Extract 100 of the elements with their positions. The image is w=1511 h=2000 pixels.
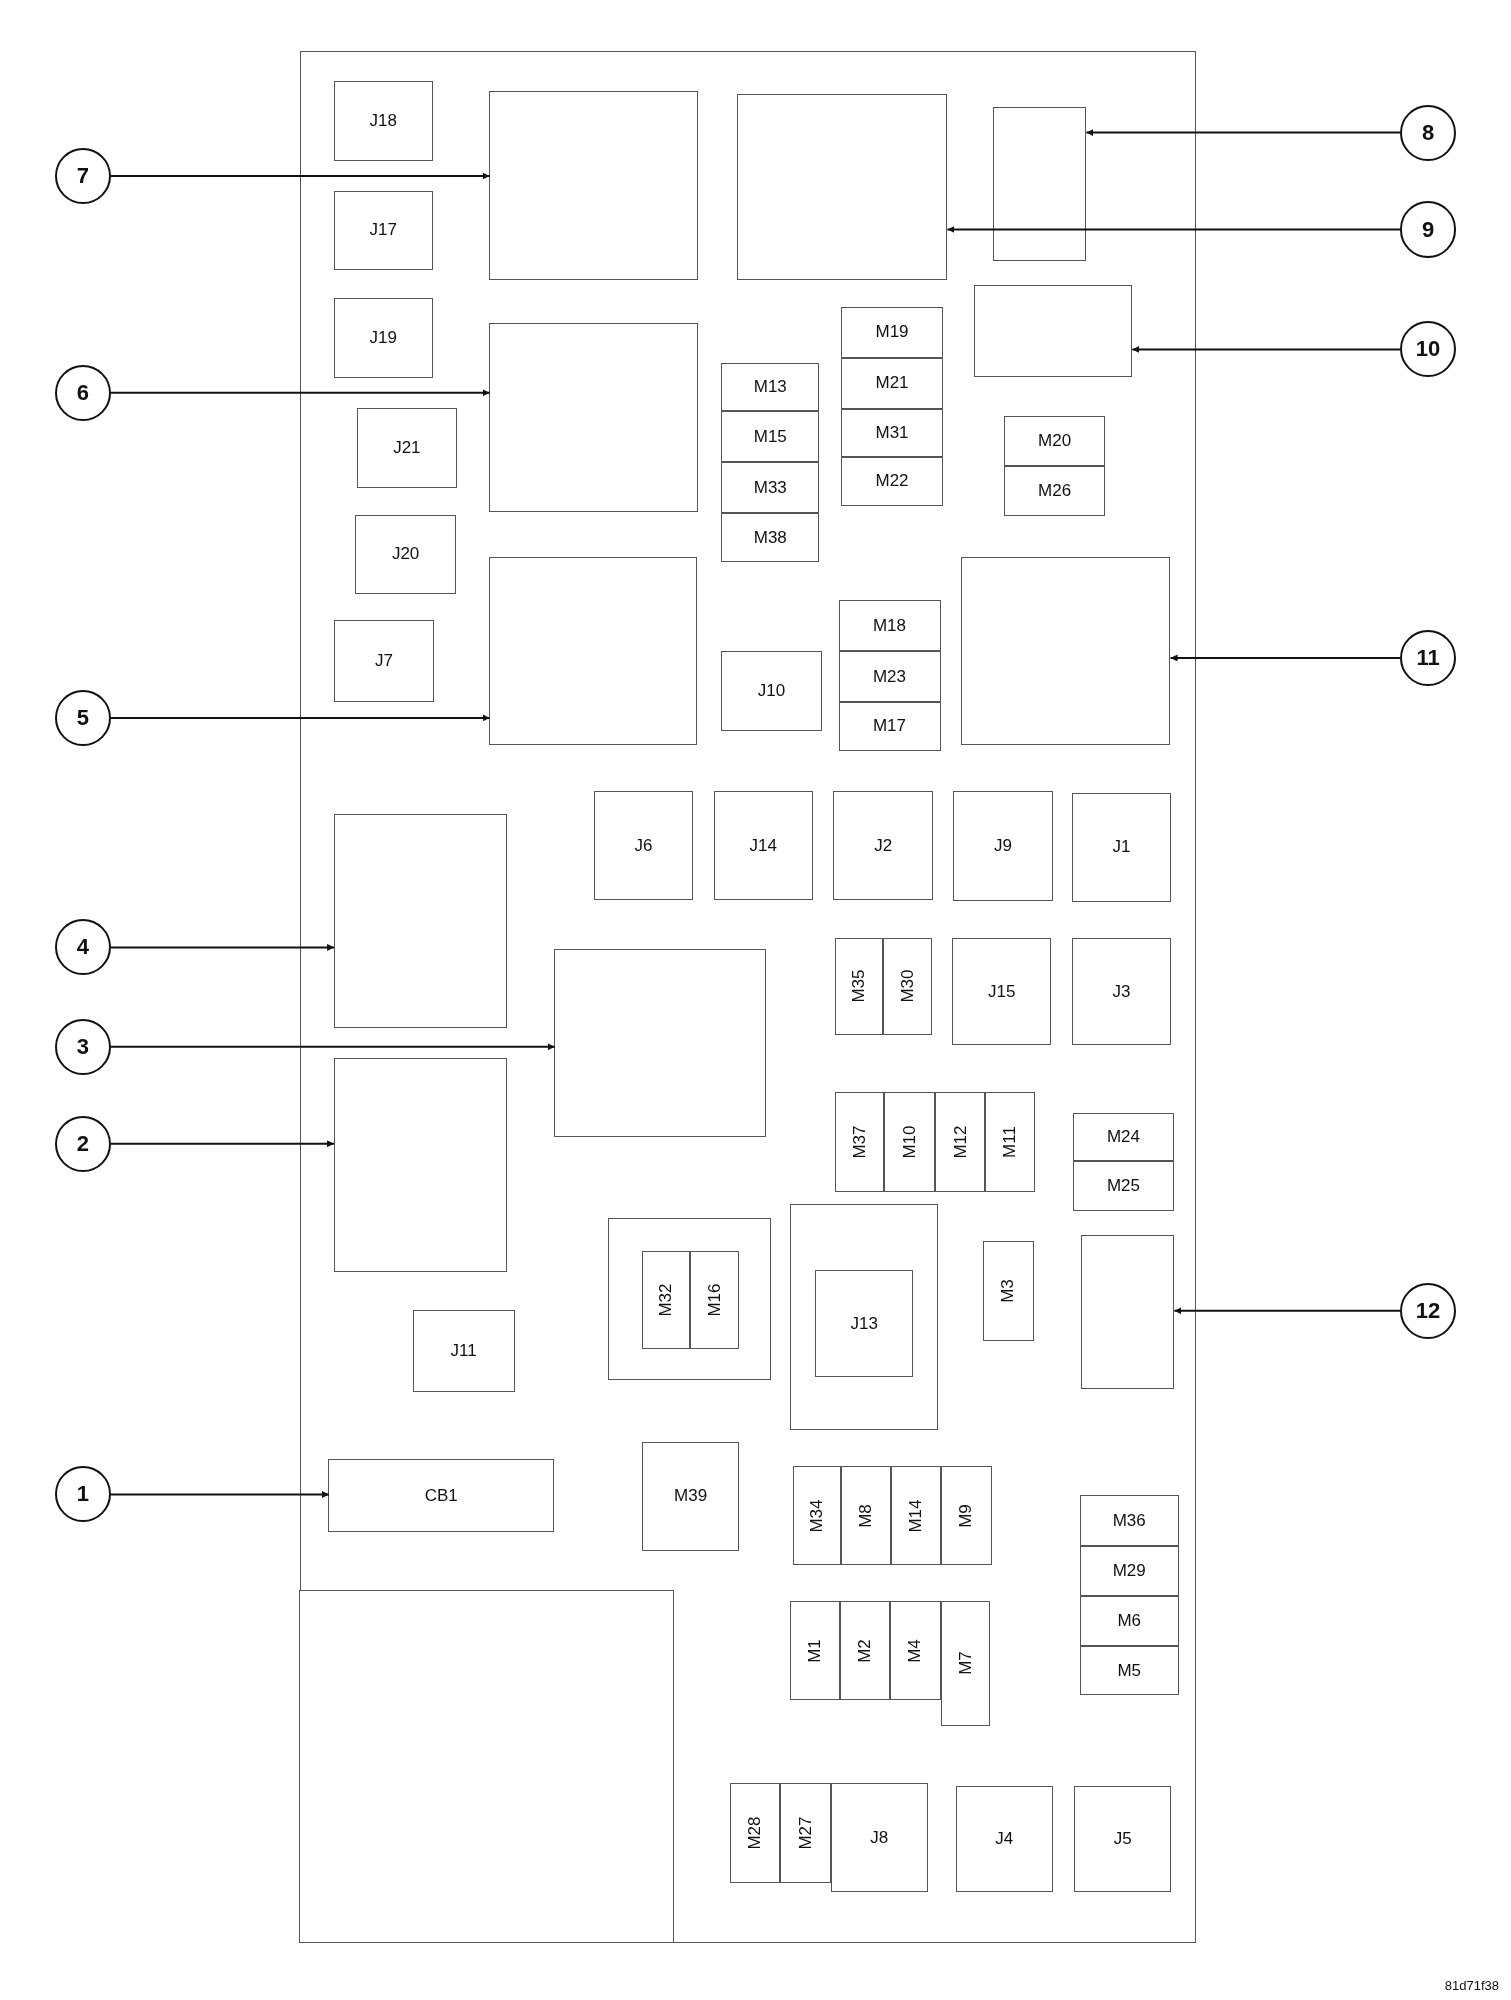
- slot-label: M3: [998, 1279, 1019, 1303]
- fuse-slot: [412, 1310, 515, 1392]
- fuse-slot: [834, 1092, 885, 1192]
- fuse-slot: [1004, 416, 1105, 467]
- socket-outline: [607, 1218, 771, 1381]
- slot-label: M31: [875, 423, 909, 443]
- slot-label: M6: [1117, 1610, 1142, 1631]
- slot-label: M10: [899, 1125, 920, 1159]
- relay-socket: [973, 285, 1132, 377]
- leader-arrow: [109, 389, 491, 397]
- slot-label: M22: [875, 471, 909, 492]
- callout-number: 6: [76, 379, 89, 406]
- leader-arrow: [109, 1043, 556, 1051]
- fuse-slot: [1074, 1785, 1172, 1892]
- relay-socket: [554, 949, 766, 1137]
- relay-socket: [1080, 1235, 1174, 1390]
- callout-number: 10: [1415, 336, 1441, 363]
- fuse-slot: [833, 791, 933, 900]
- fuse-slot: [1079, 1645, 1179, 1696]
- fuse-slot: [642, 1441, 740, 1552]
- fuse-slot: [841, 408, 944, 458]
- callout-number: 1: [76, 1481, 89, 1508]
- leader-arrow: [109, 714, 491, 722]
- socket-outline: [790, 1204, 938, 1431]
- fuse-slot: [641, 1251, 691, 1350]
- slot-label: M32: [655, 1283, 676, 1317]
- slot-label: M38: [753, 527, 787, 548]
- slot-label: M39: [674, 1486, 708, 1507]
- fuse-slot: [713, 791, 813, 900]
- fuse-slot: [333, 81, 433, 162]
- fuse-slot: [841, 1465, 891, 1566]
- slot-label: M18: [872, 615, 907, 636]
- fuse-slot: [1071, 792, 1172, 903]
- slot-label: J13: [850, 1313, 878, 1334]
- fuse-slot: [721, 362, 820, 412]
- fuse-slot: [593, 791, 694, 900]
- slot-label: M27: [795, 1816, 816, 1850]
- fuse-slot: [1079, 1546, 1179, 1596]
- fuse-slot: [1073, 1112, 1174, 1162]
- slot-label: M33: [753, 477, 787, 498]
- slot-label: M19: [875, 322, 909, 343]
- slot-label: J3: [1112, 981, 1131, 1002]
- slot-label: J6: [634, 835, 653, 856]
- slot-label: J7: [374, 651, 393, 672]
- leader-arrow: [1085, 129, 1402, 137]
- fuse-slot: [834, 937, 884, 1035]
- fuse-slot: [1004, 466, 1105, 516]
- fuse-slot: [333, 297, 433, 379]
- fuse-slot: [815, 1270, 914, 1378]
- slot-label: M9: [956, 1503, 976, 1528]
- fuse-slot: [1073, 1161, 1174, 1211]
- slot-label: M14: [905, 1499, 926, 1533]
- slot-label: M7: [955, 1651, 976, 1676]
- slot-label: M20: [1038, 431, 1072, 452]
- fuse-slot: [985, 1092, 1035, 1192]
- slot-label: M28: [745, 1816, 765, 1850]
- slot-label: M17: [872, 716, 907, 737]
- fuse-slot: [721, 513, 820, 562]
- slot-label: M35: [848, 969, 869, 1003]
- fuse-slot: [721, 651, 822, 732]
- fuse-slot: [940, 1601, 991, 1726]
- slot-label: M2: [854, 1638, 875, 1663]
- relay-socket: [489, 323, 699, 513]
- relay-socket: [489, 556, 697, 746]
- slot-label: M34: [806, 1499, 827, 1533]
- fuse-slot: [1071, 937, 1172, 1046]
- fuse-slot: [982, 1241, 1034, 1341]
- callout-number: 12: [1415, 1297, 1441, 1324]
- slot-label: M30: [897, 969, 918, 1003]
- fuse-slot: [333, 190, 433, 270]
- slot-label: J14: [749, 835, 777, 856]
- slot-label: M29: [1112, 1561, 1146, 1582]
- slot-label: J18: [369, 111, 397, 132]
- fuse-slot: [355, 514, 456, 594]
- leader-arrow: [1169, 654, 1402, 662]
- fuse-slot: [953, 791, 1053, 901]
- fuse-slot: [790, 1601, 840, 1701]
- slot-label: M37: [849, 1125, 870, 1159]
- callout-number: 4: [76, 934, 89, 961]
- slot-label: J5: [1113, 1828, 1132, 1849]
- relay-socket: [992, 106, 1086, 261]
- callout-number: 5: [76, 704, 89, 731]
- slot-label: M12: [950, 1125, 971, 1159]
- slot-label: M16: [704, 1283, 725, 1317]
- relay-socket: [736, 93, 947, 280]
- leader-arrow: [946, 226, 1402, 233]
- fuse-slot: [889, 1601, 941, 1701]
- fuse-slot: [940, 1465, 992, 1566]
- fuse-slot: [841, 306, 944, 358]
- slot-label: M24: [1106, 1126, 1140, 1147]
- leader-arrow: [109, 1140, 336, 1148]
- callout-number: 8: [1422, 119, 1435, 146]
- slot-label: M21: [875, 373, 909, 394]
- fuse-slot: [955, 1785, 1053, 1892]
- fuse-slot: [328, 1459, 555, 1533]
- relay-socket: [333, 1057, 507, 1273]
- fuse-slot: [690, 1251, 739, 1350]
- slot-label: J20: [391, 544, 420, 565]
- fuse-slot: [721, 411, 820, 463]
- fuse-slot: [779, 1783, 831, 1883]
